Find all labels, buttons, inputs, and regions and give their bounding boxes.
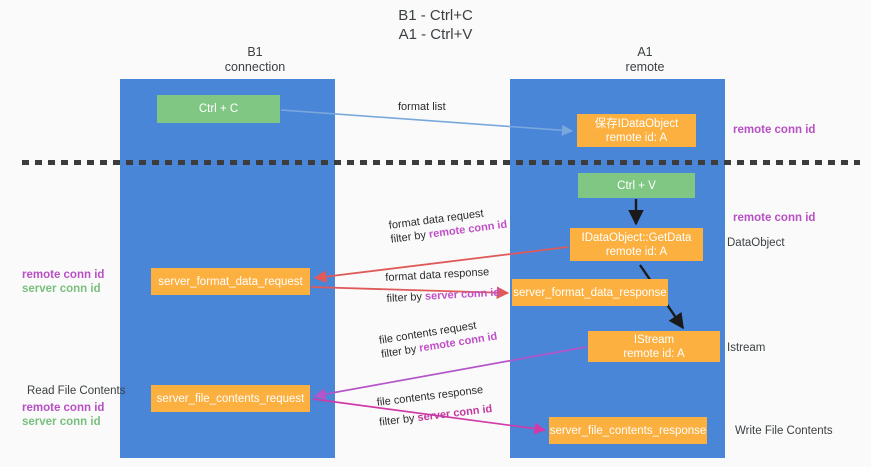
node-idataobject-getdata-label: IDataObject::GetData <box>581 231 692 244</box>
node-istream[interactable]: IStream remote id: A <box>588 331 720 362</box>
edge-label-format-data-request: format data request filter by remote con… <box>388 204 508 247</box>
column-header-a1-name: A1 <box>637 45 653 59</box>
note-right-remote-conn-id-mid: remote conn id <box>733 212 816 224</box>
column-header-a1: A1 remote <box>520 45 770 75</box>
note-left-remote-conn-id-bottom: remote conn id <box>22 402 105 414</box>
node-istream-sub: remote id: A <box>623 347 685 360</box>
node-server-file-contents-request[interactable]: server_file_contents_request <box>151 385 310 412</box>
node-server-file-contents-response[interactable]: server_file_contents_response <box>549 417 707 444</box>
note-right-remote-conn-id-top: remote conn id <box>733 124 816 136</box>
node-idataobject-getdata-sub: remote id: A <box>605 245 668 258</box>
column-header-b1: B1 connection <box>130 45 380 75</box>
column-header-b1-name: B1 <box>247 45 263 59</box>
node-server-format-data-request-label: server_format_data_request <box>158 275 303 288</box>
note-right-write-file-contents: Write File Contents <box>735 425 833 437</box>
filter-prefix: filter by <box>389 228 430 246</box>
node-idataobject-label: 保存IDataObject <box>594 117 679 130</box>
node-server-format-data-request[interactable]: server_format_data_request <box>151 268 310 295</box>
node-server-format-data-response[interactable]: server_format_data_response <box>512 279 668 306</box>
node-server-format-data-response-label: server_format_data_response <box>513 286 667 299</box>
filter-prefix: filter by <box>386 290 426 305</box>
column-header-b1-role: connection <box>224 60 286 74</box>
title-line-2: A1 - Ctrl+V <box>398 26 473 43</box>
title-line-1: B1 - Ctrl+C <box>398 7 473 24</box>
node-idataobject-sub: remote id: A <box>605 131 668 144</box>
phase-divider <box>22 160 860 165</box>
node-ctrl-c[interactable]: Ctrl + C <box>157 95 280 123</box>
edge-label-file-contents-response: file contents response filter by server … <box>376 382 493 430</box>
filter-key-server-conn-id: server conn id <box>416 402 493 425</box>
edge-label-format-list-text: format list <box>398 101 446 113</box>
node-istream-label: IStream <box>633 333 675 346</box>
node-idataobject[interactable]: 保存IDataObject remote id: A <box>577 114 696 147</box>
note-right-dataobject: DataObject <box>727 237 785 249</box>
node-ctrl-c-label: Ctrl + C <box>198 103 239 115</box>
note-left-server-conn-id-mid: server conn id <box>22 283 101 295</box>
note-left-server-conn-id-bottom: server conn id <box>22 416 101 428</box>
filter-key-server-conn-id: server conn id <box>424 286 501 303</box>
filter-prefix: filter by <box>378 412 419 429</box>
node-server-file-contents-response-label: server_file_contents_response <box>549 424 707 437</box>
edge-label-format-list: format list <box>398 100 446 114</box>
column-header-a1-role: remote <box>625 60 665 74</box>
edge-label-file-contents-request: file contents request filter by remote c… <box>378 316 498 362</box>
edge-label-format-data-response: format data response filter by server co… <box>385 265 500 306</box>
page-title: B1 - Ctrl+C A1 - Ctrl+V <box>0 6 871 44</box>
node-server-file-contents-request-label: server_file_contents_request <box>156 392 305 405</box>
edge-label-format-data-response-text: format data response <box>385 266 490 284</box>
edge-label-format-data-response-filter: filter by server conn id <box>386 286 500 306</box>
node-ctrl-v[interactable]: Ctrl + V <box>578 173 695 198</box>
note-left-read-file-contents: Read File Contents <box>27 385 126 397</box>
node-idataobject-getdata[interactable]: IDataObject::GetData remote id: A <box>570 228 703 261</box>
note-left-remote-conn-id-mid: remote conn id <box>22 269 105 281</box>
note-left-conn-ids-mid: remote conn id server conn id <box>22 268 104 296</box>
note-left-conn-ids-bottom: remote conn id server conn id <box>22 401 104 429</box>
node-ctrl-v-label: Ctrl + V <box>617 179 656 192</box>
note-right-istream: Istream <box>727 342 766 354</box>
